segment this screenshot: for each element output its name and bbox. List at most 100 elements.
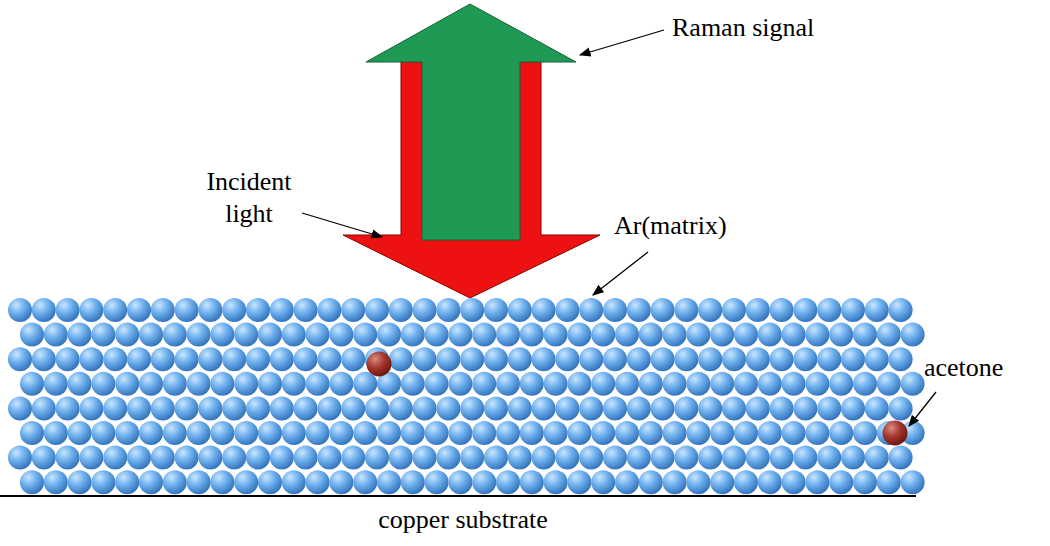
argon-atom	[627, 298, 651, 322]
argon-atom	[222, 298, 246, 322]
argon-atom	[306, 323, 330, 347]
argon-atom	[829, 323, 853, 347]
argon-atom	[139, 323, 163, 347]
argon-atom	[817, 446, 841, 470]
argon-atom	[865, 446, 889, 470]
argon-atom	[865, 298, 889, 322]
argon-atom	[187, 421, 211, 445]
argon-atom	[448, 421, 472, 445]
argon-atom	[734, 323, 758, 347]
argon-atom	[793, 396, 817, 420]
argon-atom	[103, 396, 127, 420]
argon-atom	[127, 347, 151, 371]
argon-atom	[663, 372, 687, 396]
argon-atom	[663, 421, 687, 445]
argon-atom	[115, 421, 139, 445]
argon-atom	[710, 421, 734, 445]
argon-atom	[222, 396, 246, 420]
argon-atom	[758, 421, 782, 445]
argon-atom	[615, 323, 639, 347]
argon-atom	[210, 470, 234, 494]
leader-line	[593, 252, 648, 295]
argon-atom	[389, 396, 413, 420]
light-label: Incident light	[186, 166, 312, 230]
leader-line	[580, 30, 664, 55]
argon-atom	[674, 446, 698, 470]
argon-atom	[8, 347, 32, 371]
argon-atom	[210, 372, 234, 396]
argon-atom	[282, 323, 306, 347]
argon-atom	[210, 421, 234, 445]
argon-atom	[496, 421, 520, 445]
argon-atom	[805, 323, 829, 347]
argon-atom	[341, 446, 365, 470]
argon-atom	[484, 396, 508, 420]
argon-atom	[32, 347, 56, 371]
argon-atom	[68, 421, 92, 445]
argon-atom	[163, 372, 187, 396]
argon-atom	[436, 298, 460, 322]
argon-atom	[484, 446, 508, 470]
argon-atom	[472, 323, 496, 347]
argon-atom	[294, 347, 318, 371]
argon-atom	[175, 347, 199, 371]
argon-atom	[615, 470, 639, 494]
argon-atom	[627, 347, 651, 371]
argon-atom	[294, 396, 318, 420]
argon-atom	[198, 347, 222, 371]
argon-atom	[544, 421, 568, 445]
argon-atom	[329, 372, 353, 396]
argon-atom	[770, 396, 794, 420]
argon-atom	[639, 372, 663, 396]
argon-atom	[579, 298, 603, 322]
argon-atom	[674, 396, 698, 420]
argon-atom	[567, 372, 591, 396]
argon-atom	[198, 298, 222, 322]
argon-atom	[79, 396, 103, 420]
argon-atom	[234, 421, 258, 445]
argon-atom	[20, 372, 44, 396]
argon-atom	[889, 446, 913, 470]
argon-atom	[163, 323, 187, 347]
argon-atom	[853, 470, 877, 494]
argon-atom	[758, 372, 782, 396]
argon-atom	[198, 396, 222, 420]
argon-atom	[520, 372, 544, 396]
argon-atom	[20, 323, 44, 347]
argon-atom	[520, 421, 544, 445]
argon-atom	[68, 372, 92, 396]
argon-atom	[591, 323, 615, 347]
argon-atom	[508, 396, 532, 420]
argon-atom	[401, 372, 425, 396]
argon-atom	[91, 421, 115, 445]
argon-atom	[377, 421, 401, 445]
argon-atom	[472, 421, 496, 445]
leader-line	[909, 392, 936, 426]
argon-atom	[79, 298, 103, 322]
argon-atom	[567, 470, 591, 494]
argon-atom	[841, 298, 865, 322]
argon-atom	[294, 446, 318, 470]
argon-atom	[306, 372, 330, 396]
argon-atom	[448, 470, 472, 494]
argon-atom	[425, 372, 449, 396]
argon-atom	[901, 323, 925, 347]
argon-atom	[234, 323, 258, 347]
argon-atom	[139, 470, 163, 494]
argon-atom	[603, 347, 627, 371]
argon-atom	[68, 323, 92, 347]
argon-atom	[20, 421, 44, 445]
argon-atom	[175, 446, 199, 470]
argon-atom	[865, 347, 889, 371]
argon-atom	[496, 372, 520, 396]
argon-atom	[56, 446, 80, 470]
argon-atom	[163, 421, 187, 445]
argon-atom	[544, 470, 568, 494]
substrate-line	[0, 495, 916, 497]
argon-atom	[793, 298, 817, 322]
argon-atom	[639, 323, 663, 347]
argon-atom	[805, 421, 829, 445]
argon-atom	[139, 421, 163, 445]
argon-atom	[877, 323, 901, 347]
